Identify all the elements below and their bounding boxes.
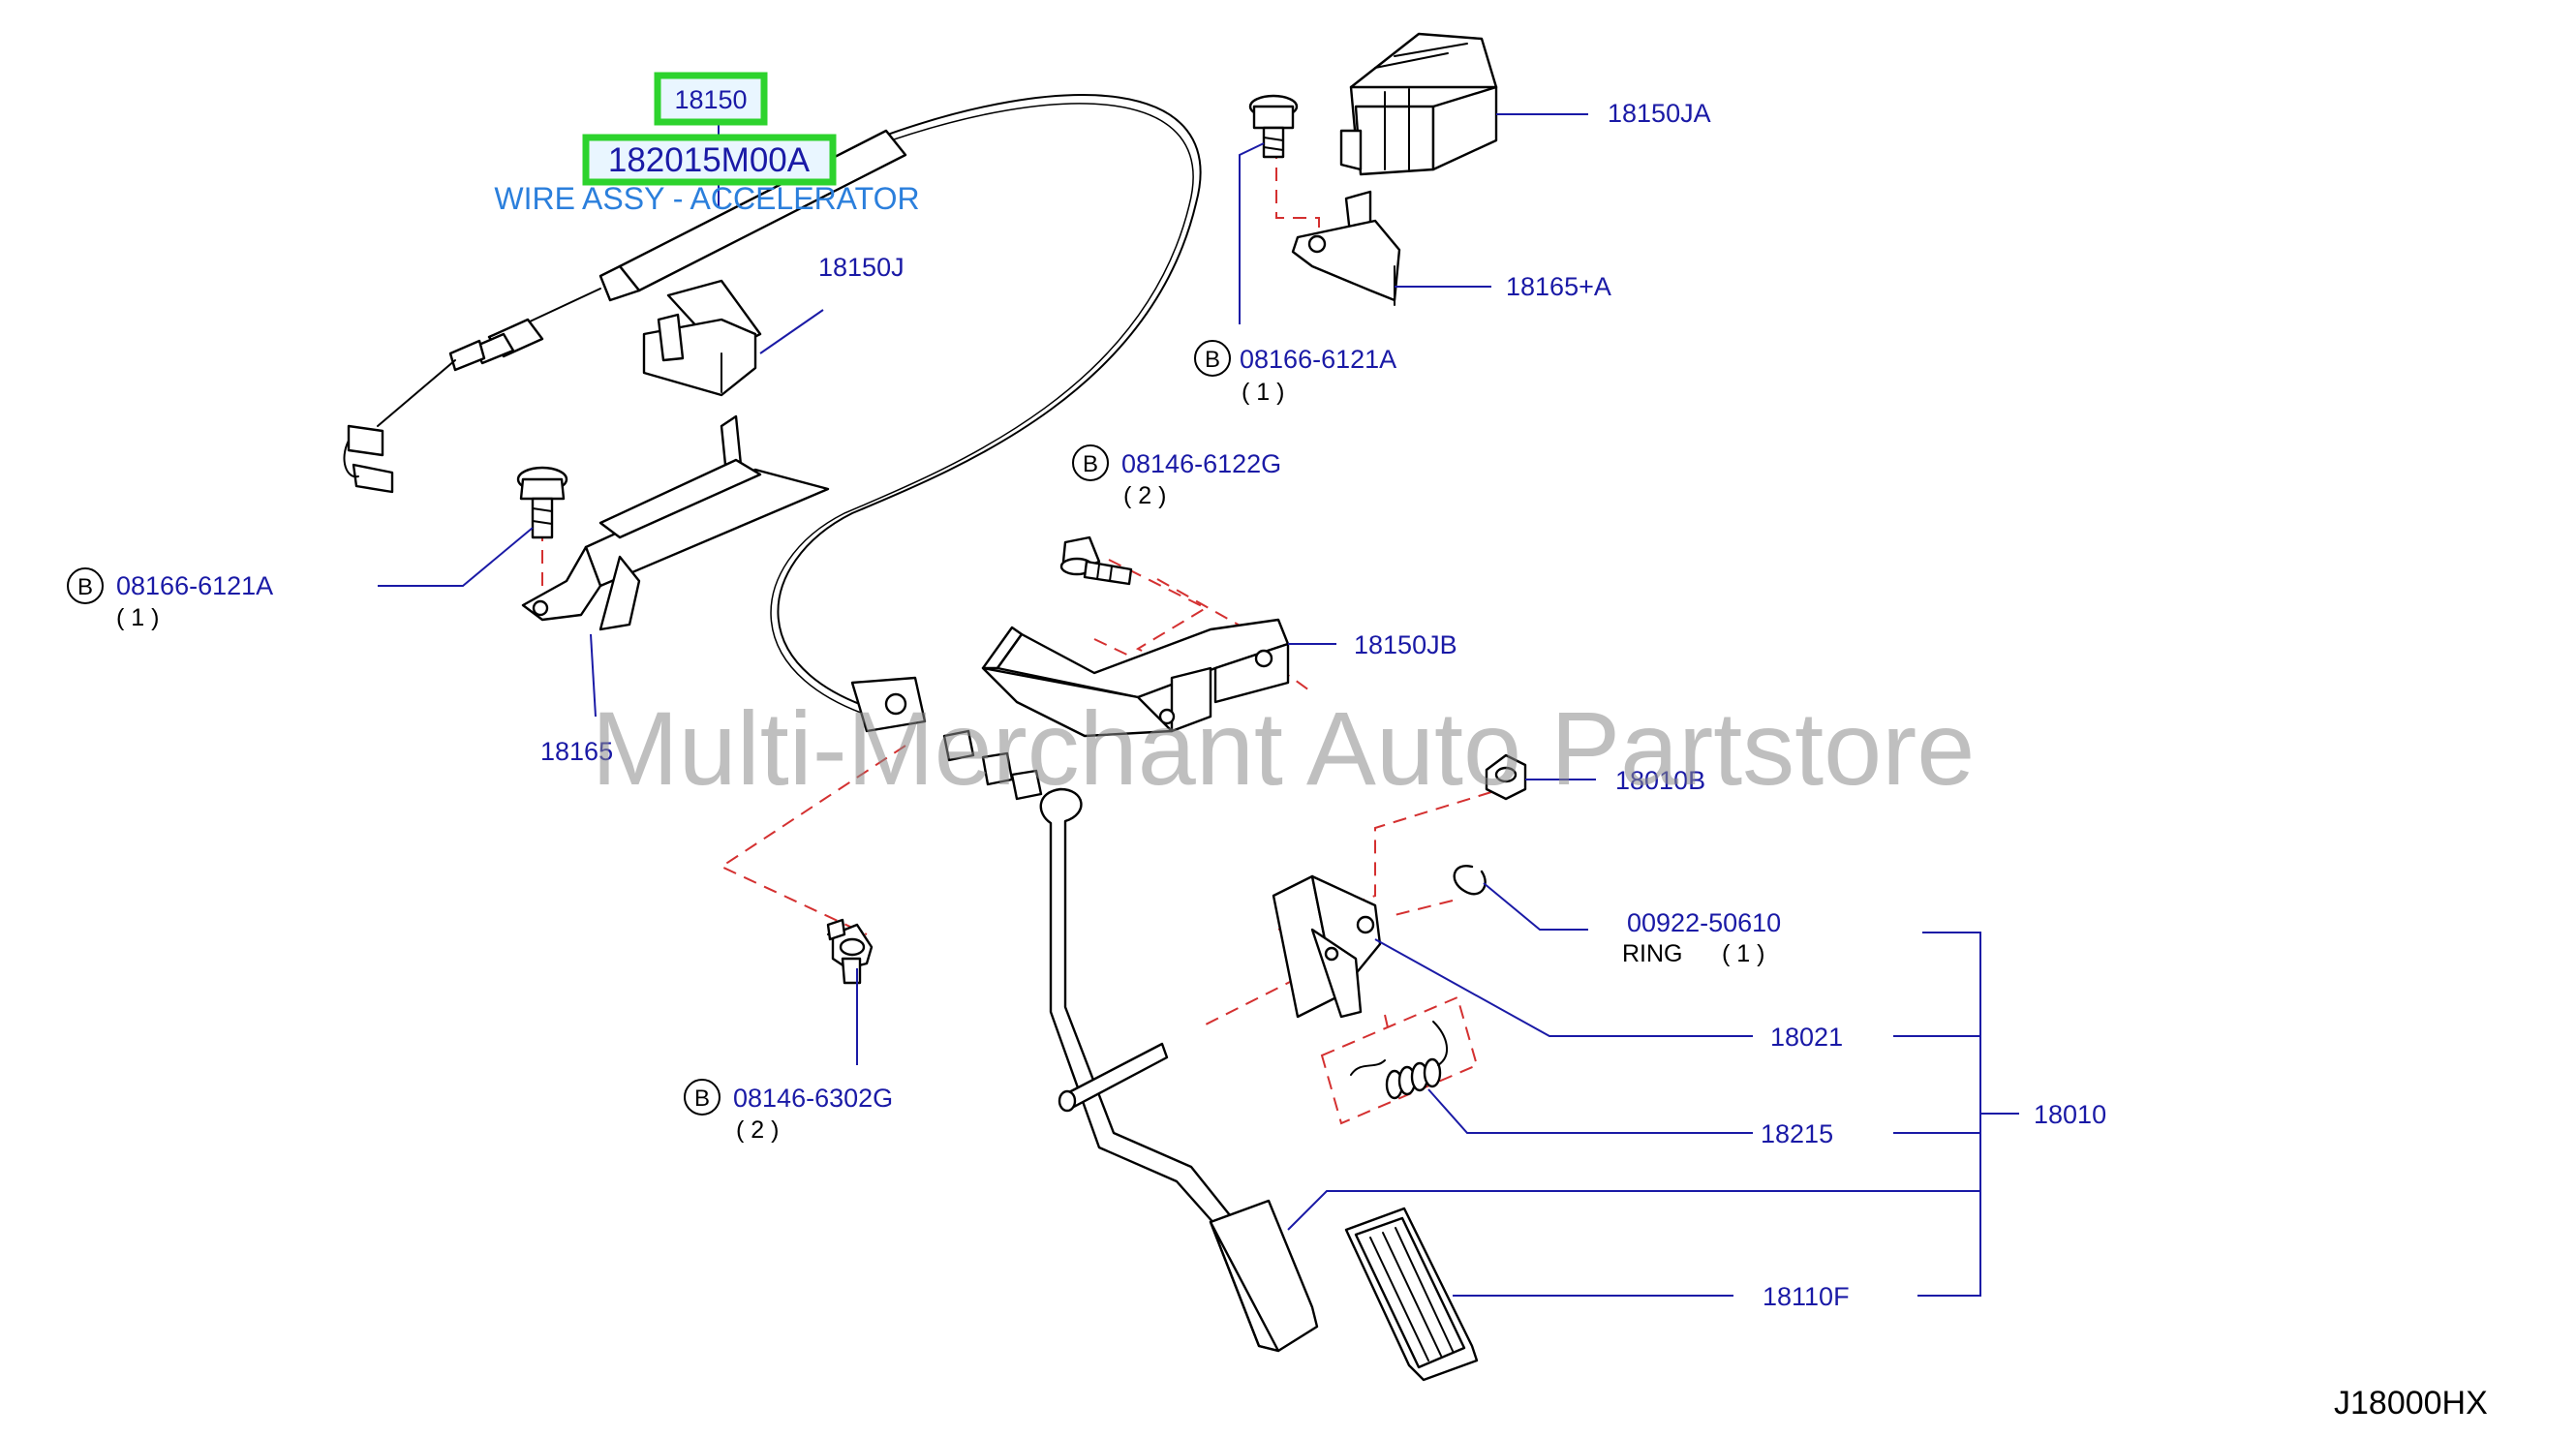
bolt-marker-letter: B [77, 574, 93, 600]
lever-18021[interactable] [1272, 874, 1382, 1019]
bolt-08166-6121A-top[interactable] [1248, 94, 1299, 159]
part-number-label[interactable]: 182015M00A [608, 141, 811, 179]
bolt-number: 08146-6122G [1121, 449, 1281, 478]
cable-pedal-end-grommet [850, 676, 1043, 801]
callout-18150JB[interactable]: 18150JB [1354, 630, 1457, 659]
ring-00922-50610[interactable] [1453, 865, 1487, 896]
ring-qty: ( 1 ) [1722, 940, 1764, 967]
bolt-08166-6121A-left[interactable] [516, 466, 568, 539]
callout-18215[interactable]: 18215 [1761, 1119, 1833, 1148]
bolt-b3[interactable]: B 08166-6121A ( 1 ) [67, 567, 273, 631]
part-group-highlight-box [654, 72, 768, 126]
bolt-marker-circle [684, 1079, 721, 1116]
bush-18010B[interactable] [1485, 753, 1527, 801]
bracket-18165-plus-A[interactable] [1291, 190, 1401, 306]
bolt-b1[interactable]: B 08166-6121A ( 1 ) [1194, 340, 1396, 406]
callout-leader-lines [378, 113, 2019, 1297]
pedal-pad-18110F[interactable] [1344, 1207, 1479, 1382]
bolt-marker-circle [1072, 444, 1109, 481]
highlighted-part[interactable]: 18150 182015M00A WIRE ASSY - ACCELERATOR [494, 72, 920, 216]
bolt-08146-6302G[interactable] [826, 918, 874, 985]
store-watermark: Multi-Merchant Auto Partstore [592, 689, 1976, 807]
bolt-number: 08166-6121A [1240, 345, 1396, 374]
callout-18010B[interactable]: 18010B [1615, 766, 1705, 795]
pedal-pad-on-arm [1209, 1199, 1319, 1353]
bracket-18165[interactable] [521, 414, 830, 631]
spring-18215[interactable] [1350, 1021, 1448, 1100]
bolt-number: 08146-6302G [733, 1084, 893, 1113]
bolt-marker-letter: B [694, 1085, 710, 1112]
bolt-qty: ( 1 ) [1242, 379, 1284, 406]
diagram-code: J18000HX [2334, 1385, 2488, 1422]
callout-18150JA[interactable]: 18150JA [1608, 99, 1711, 128]
callout-18165[interactable]: 18165 [540, 737, 613, 766]
clip-18150J[interactable] [642, 279, 762, 397]
pedal-arm-18010[interactable] [1039, 787, 1232, 1227]
bolt-08146-6122G[interactable] [1059, 535, 1133, 586]
cable-end-fitting [448, 318, 544, 372]
part-description: WIRE ASSY - ACCELERATOR [494, 181, 919, 216]
bolt-qty: ( 1 ) [116, 604, 159, 631]
bolt-marker-letter: B [1083, 451, 1098, 477]
bolt-b2[interactable]: B 08146-6122G ( 2 ) [1072, 444, 1281, 509]
callout-labels: 18150JA 18165+A 18150J 18150JB 18165 180… [540, 99, 2106, 1311]
bracket-18150JB[interactable] [981, 618, 1290, 738]
bolt-qty: ( 2 ) [1123, 482, 1166, 509]
callout-00922-50610[interactable]: 00922-50610 [1627, 908, 1781, 937]
callout-18165-plus-A[interactable]: 18165+A [1506, 272, 1611, 301]
callout-18110F[interactable]: 18110F [1763, 1282, 1850, 1311]
holder-18150JA[interactable] [1339, 32, 1498, 176]
part-group-label[interactable]: 18150 [674, 85, 747, 114]
callout-18150J[interactable]: 18150J [818, 253, 905, 282]
callout-18010[interactable]: 18010 [2034, 1100, 2106, 1129]
part-number-highlight-box [582, 134, 837, 186]
bolt-qty: ( 2 ) [736, 1116, 779, 1144]
bolt-marker-circle [67, 567, 104, 604]
ring-label: RING [1622, 940, 1683, 967]
bolt-marker-circle [1194, 340, 1231, 377]
cable-end-pin [343, 424, 394, 494]
callout-18021[interactable]: 18021 [1770, 1023, 1843, 1052]
bolt-marker-letter: B [1205, 347, 1220, 373]
bolt-b4[interactable]: B 08146-6302G ( 2 ) [684, 1079, 893, 1144]
bolt-number: 08166-6121A [116, 571, 273, 600]
